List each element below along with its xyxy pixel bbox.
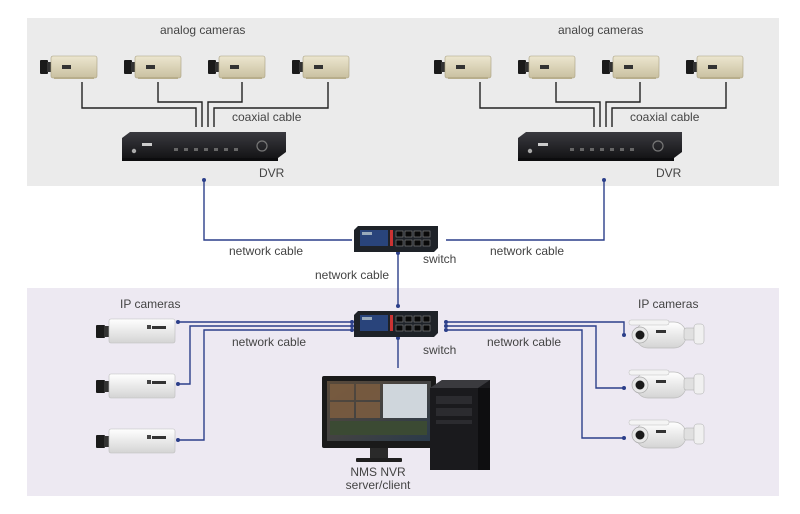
analog-camera xyxy=(207,55,266,80)
analog-camera xyxy=(517,55,576,80)
network-switch-bottom xyxy=(353,310,439,338)
nms-label-line1: NMS NVR xyxy=(350,465,406,479)
network-cable-ip-label-left: network cable xyxy=(232,335,307,349)
analog-camera xyxy=(601,55,660,80)
analog-cameras-label-left: analog cameras xyxy=(160,23,246,37)
nms-monitor xyxy=(322,376,436,462)
analog-camera xyxy=(123,55,182,80)
dvr-label-right: DVR xyxy=(656,166,682,180)
network-cable-label-right: network cable xyxy=(490,244,565,258)
network-cable-label-left: network cable xyxy=(229,244,304,258)
ip-camera xyxy=(95,373,176,399)
coaxial-cable-label-left: coaxial cable xyxy=(232,110,302,124)
analog-camera xyxy=(39,55,98,80)
network-cable-label-center: network cable xyxy=(315,268,390,282)
dvr-recorder-left xyxy=(121,131,287,162)
analog-camera xyxy=(433,55,492,80)
dvr-recorder-right xyxy=(517,131,683,162)
network-cable-ip-label-right: network cable xyxy=(487,335,562,349)
coaxial-cable-label-right: coaxial cable xyxy=(630,110,700,124)
network-switch-top xyxy=(353,225,439,253)
analog-camera xyxy=(685,55,744,80)
switch-label-bottom: switch xyxy=(423,343,457,357)
ip-bullet-camera xyxy=(628,369,705,399)
ip-camera xyxy=(95,428,176,454)
analog-cameras-right xyxy=(433,55,744,80)
dvr-label-left: DVR xyxy=(259,166,285,180)
nms-label-line2: server/client xyxy=(345,478,411,492)
analog-cameras-left xyxy=(39,55,350,80)
ip-cameras-label-left: IP cameras xyxy=(120,297,181,311)
ip-bullet-camera xyxy=(628,419,705,449)
coaxial-cables-right xyxy=(479,82,727,127)
coaxial-cables-left xyxy=(81,82,329,127)
switch-label-top: switch xyxy=(423,252,457,266)
ip-bullet-camera xyxy=(628,319,705,349)
nms-server-tower xyxy=(430,380,490,470)
analog-cameras-label-right: analog cameras xyxy=(558,23,644,37)
network-cables xyxy=(178,180,625,441)
analog-camera xyxy=(291,55,350,80)
ip-camera xyxy=(95,318,176,344)
ip-cameras-label-right: IP cameras xyxy=(638,297,699,311)
